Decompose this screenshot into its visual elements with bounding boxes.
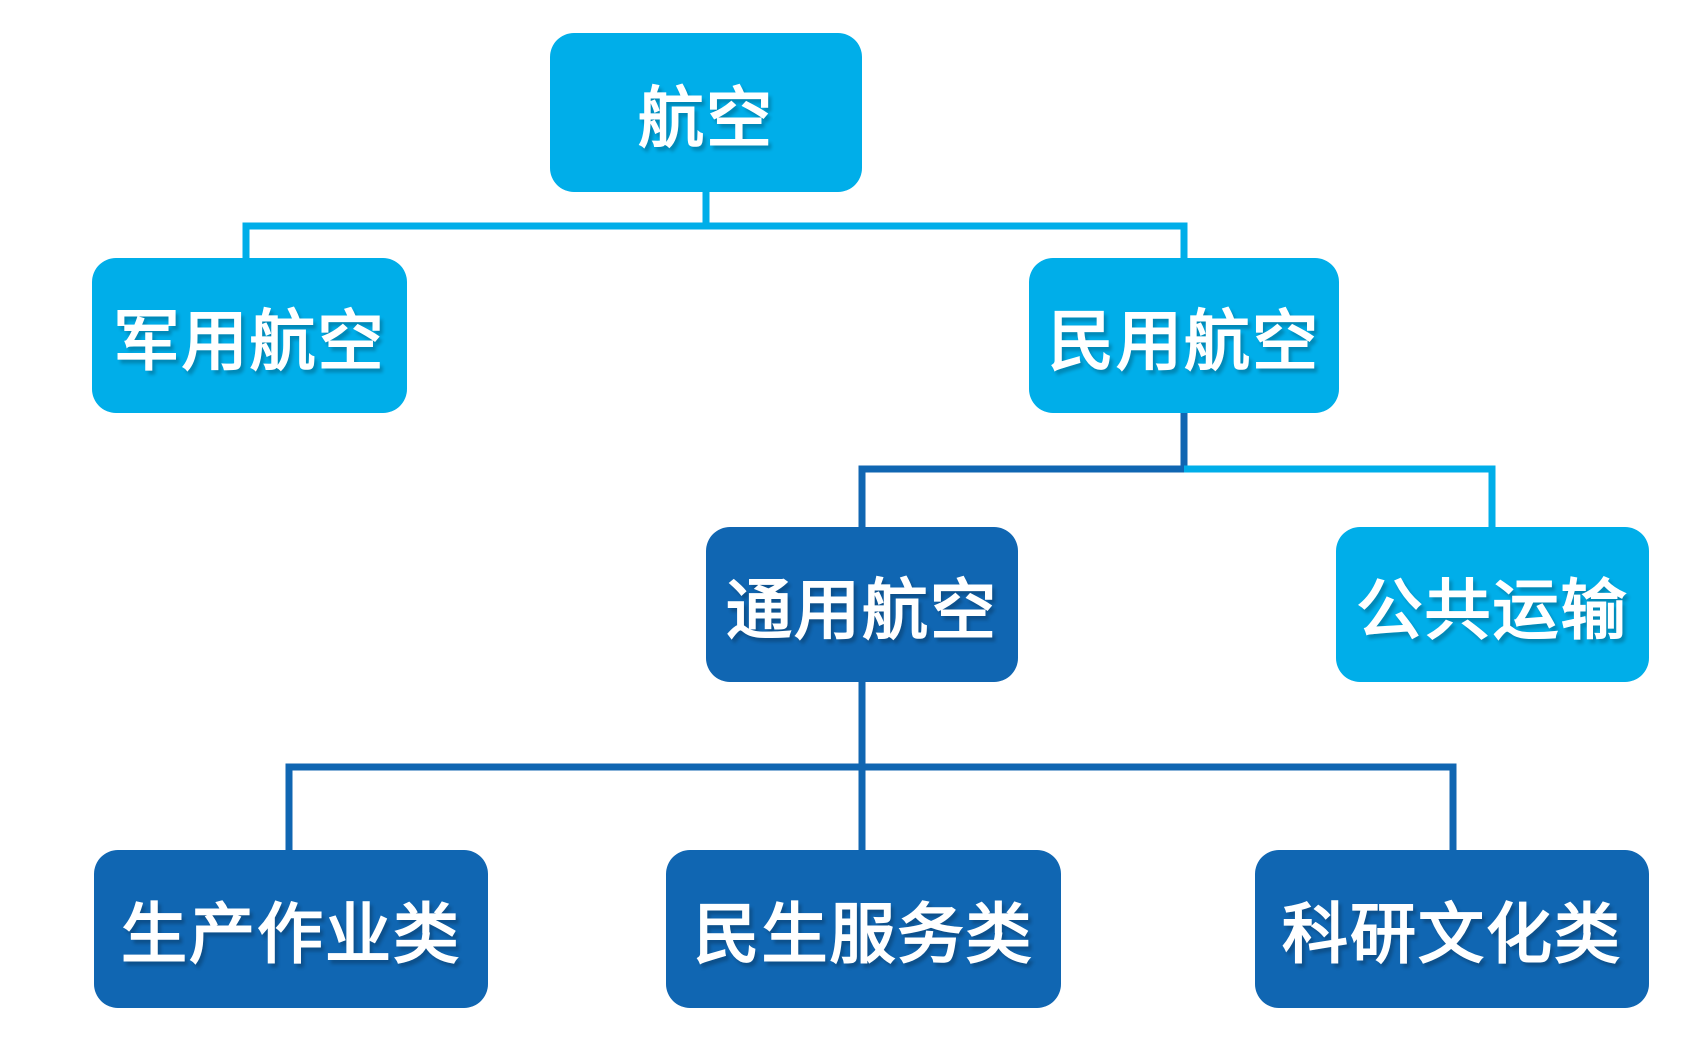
node-production-operations-label: 生产作业类 bbox=[121, 897, 461, 971]
node-general-aviation[interactable]: 通用航空 bbox=[706, 527, 1018, 682]
node-production-operations[interactable]: 生产作业类 bbox=[94, 850, 488, 1008]
node-military-aviation-label: 军用航空 bbox=[113, 303, 386, 378]
node-livelihood-services-label: 民生服务类 bbox=[693, 897, 1034, 971]
node-aviation[interactable]: 航空 bbox=[550, 33, 862, 192]
node-aviation-label: 航空 bbox=[638, 80, 774, 155]
node-civil-aviation[interactable]: 民用航空 bbox=[1029, 258, 1339, 413]
node-public-transport[interactable]: 公共运输 bbox=[1336, 527, 1649, 682]
node-livelihood-services[interactable]: 民生服务类 bbox=[666, 850, 1061, 1008]
node-public-transport-label: 公共运输 bbox=[1356, 572, 1629, 647]
node-research-culture[interactable]: 科研文化类 bbox=[1255, 850, 1649, 1008]
node-military-aviation[interactable]: 军用航空 bbox=[92, 258, 407, 413]
node-research-culture-label: 科研文化类 bbox=[1282, 897, 1622, 971]
node-civil-aviation-label: 民用航空 bbox=[1048, 303, 1320, 378]
node-general-aviation-label: 通用航空 bbox=[726, 572, 998, 647]
